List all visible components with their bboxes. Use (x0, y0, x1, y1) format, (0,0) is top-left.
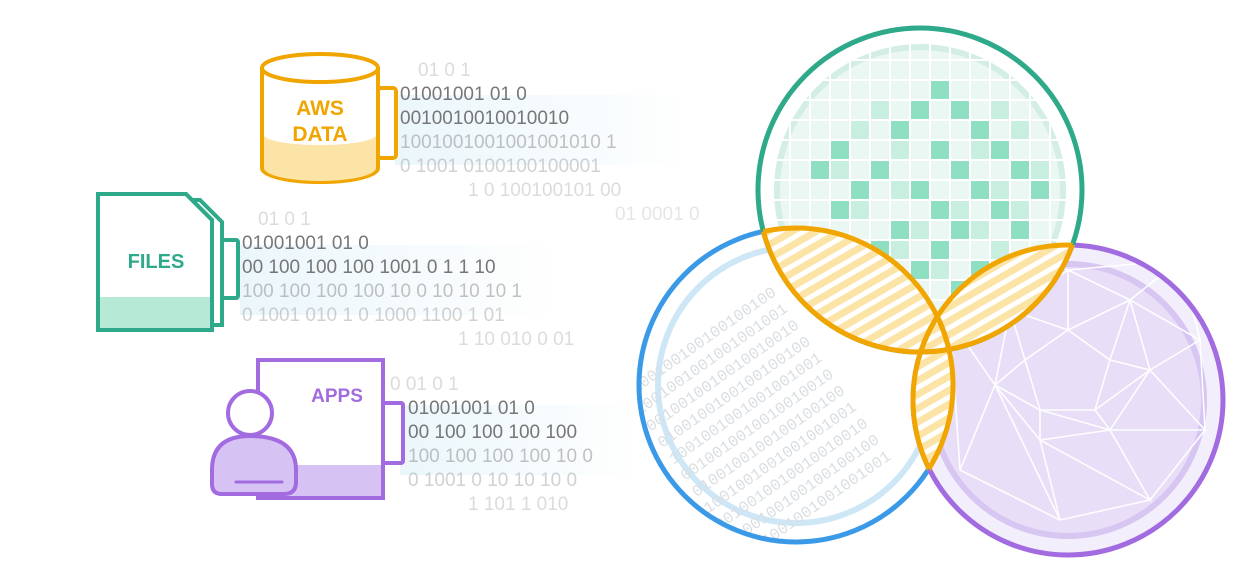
venn-overlap-outlines (755, 225, 1085, 545)
binary-text: 0 1001 0100100100001 (400, 156, 601, 177)
binary-text: 0 01 0 1 (390, 374, 459, 395)
aws-binary-stream: 01 0 1 01001001 01 0 0010010010010010 10… (395, 60, 700, 225)
binary-text: 1 0 100100101 00 (468, 180, 621, 201)
binary-text: 01001001 01 0 (408, 398, 535, 419)
files-label: FILES (128, 251, 185, 273)
binary-text: 0 1001 010 1 0 1000 1100 1 01 (242, 305, 505, 326)
binary-text: 0 1001 0 10 10 10 0 (408, 470, 577, 491)
apps-label: APPS (311, 386, 363, 407)
data-label: DATA (292, 123, 347, 146)
binary-text: 1001001001001001010 1 (400, 132, 617, 153)
apps-binary-stream: 0 01 0 1 01001001 01 0 00 100 100 100 10… (390, 374, 640, 515)
binary-text: 01001001 01 0 (242, 233, 369, 254)
binary-text: 01 0001 0 (615, 204, 700, 225)
files-source: FILES (96, 192, 240, 332)
files-binary-stream: 01 0 1 01001001 01 0 00 100 100 100 1001… (240, 209, 574, 350)
binary-text: 00 100 100 100 100 (408, 422, 577, 443)
binary-text: 01 0 1 (258, 209, 311, 230)
binary-text: 1 101 1 010 (468, 494, 568, 515)
binary-text: 0010010010010010 (400, 108, 569, 129)
venn-diagram: 0100100100100100100 1001001001001001001 … (620, 25, 1226, 567)
apps-connector (381, 401, 405, 465)
aws-label: AWS (296, 97, 344, 120)
apps-source: APPS (210, 358, 405, 500)
binary-text: 100 100 100 100 10 0 10 10 10 1 (242, 281, 522, 302)
aws-data-source: AWS DATA (260, 52, 398, 184)
venn-circle-left: 0100100100100100100 1001001001001001001 … (620, 225, 956, 567)
binary-text: 1 10 010 0 01 (458, 329, 574, 350)
binary-text: 100 100 100 100 10 0 (408, 446, 593, 467)
user-icon (210, 389, 298, 496)
binary-text: 00 100 100 100 1001 0 1 1 10 (242, 257, 496, 278)
aws-connector (376, 86, 398, 160)
venn-overlap-top-left (758, 228, 953, 352)
binary-text: 01001001 01 0 (400, 84, 527, 105)
binary-text: 01 0 1 (418, 60, 471, 81)
venn-overlap-top-right (913, 245, 1082, 352)
